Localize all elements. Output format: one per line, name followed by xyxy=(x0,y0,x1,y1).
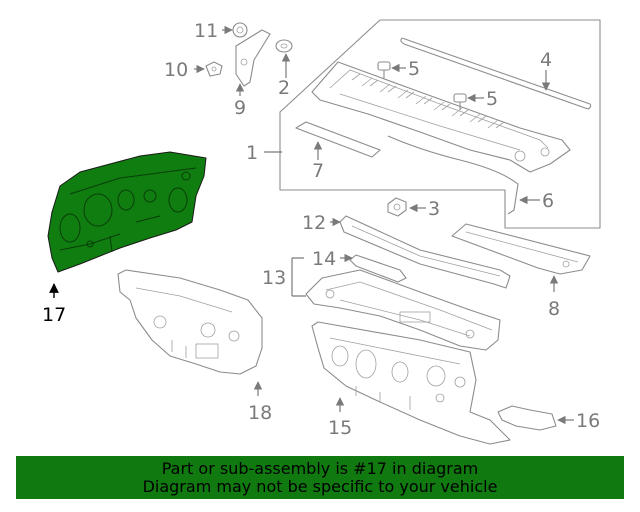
part-6-washer-hose xyxy=(387,135,519,215)
callout-12: 12 xyxy=(302,212,326,234)
callout-9: 9 xyxy=(234,97,246,119)
callout-13: 13 xyxy=(262,267,286,289)
part-11-nut xyxy=(232,22,248,38)
callout-17: 17 xyxy=(42,304,66,326)
highlight-info-banner: Part or sub-assembly is #17 in diagram D… xyxy=(16,456,624,499)
part-5-clip-b xyxy=(453,93,467,110)
callout-15: 15 xyxy=(328,417,352,439)
part-1-cowl-vent-panel xyxy=(311,61,571,173)
part-15-dash-panel xyxy=(311,321,511,445)
part-9-bracket xyxy=(235,29,271,87)
assembly-1-bracket-box xyxy=(279,19,601,229)
part-3-nut xyxy=(387,197,407,217)
part-16-bracket xyxy=(497,405,557,431)
callout-4: 4 xyxy=(540,49,552,71)
part-4-weatherstrip xyxy=(400,37,592,110)
callout-6: 6 xyxy=(542,190,554,212)
part-14-reinforcement xyxy=(349,254,407,283)
callout-18: 18 xyxy=(248,402,272,424)
callout-2: 2 xyxy=(278,77,290,99)
part-2-grommet xyxy=(275,39,293,53)
callout-14: 14 xyxy=(312,248,336,270)
part-12-panel-strip xyxy=(339,215,511,289)
callout-16: 16 xyxy=(576,410,600,432)
callout-5b: 5 xyxy=(486,88,498,110)
callout-3: 3 xyxy=(428,198,440,220)
callout-10: 10 xyxy=(164,59,188,81)
part-17-dash-insulator-highlighted[interactable] xyxy=(47,151,207,273)
part-5-clip-a xyxy=(377,61,391,78)
parts-diagram: 1 2 3 4 5 5 6 7 8 9 10 11 12 13 14 15 16… xyxy=(42,19,601,445)
part-7-seal xyxy=(295,121,381,158)
part-18-insulator xyxy=(117,269,263,375)
callout-5a: 5 xyxy=(408,58,420,80)
part-8-cowl-cover xyxy=(451,223,591,275)
callout-1: 1 xyxy=(246,142,258,164)
part-13-plenum xyxy=(305,269,501,351)
banner-line-part-number: Part or sub-assembly is #17 in diagram xyxy=(161,458,479,478)
callout-11: 11 xyxy=(194,20,218,42)
callout-7: 7 xyxy=(312,160,324,182)
banner-line-disclaimer: Diagram may not be specific to your vehi… xyxy=(142,476,498,496)
leader-13-bracket xyxy=(291,257,306,297)
callout-8: 8 xyxy=(548,298,560,320)
part-10-clip xyxy=(205,61,223,77)
